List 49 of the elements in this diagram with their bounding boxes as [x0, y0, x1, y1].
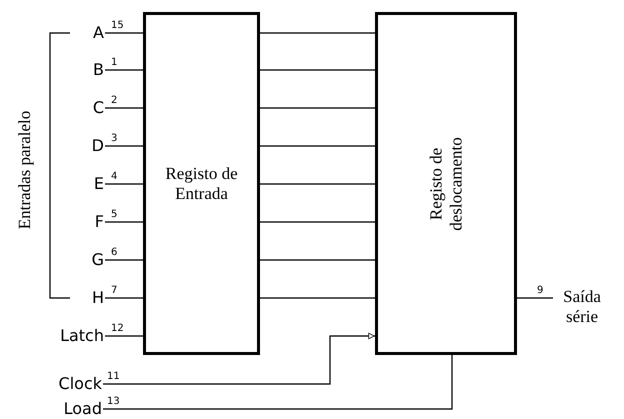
signal-name: Clock: [58, 375, 102, 393]
wire: [105, 221, 143, 223]
signal-name: H: [92, 289, 104, 307]
signal-name: Latch: [60, 327, 104, 345]
signal-name: F: [94, 213, 104, 231]
signal-name: C: [92, 99, 104, 117]
signal-name: Load: [64, 400, 102, 418]
pin-number: 13: [106, 396, 121, 407]
pin-number: 15: [110, 20, 125, 31]
signal-name: B: [93, 61, 104, 79]
wire: [260, 259, 375, 261]
wire: [260, 69, 375, 71]
output-label: Saída série: [558, 287, 606, 327]
register-label: Registo de Entrada: [164, 164, 239, 204]
group-label: Entradas paralelo: [15, 110, 35, 230]
pin-number: 9: [536, 285, 544, 296]
pin-number: 6: [110, 247, 118, 258]
wire: [105, 107, 143, 109]
wire: [517, 297, 553, 299]
wire: [103, 332, 375, 385]
pin-number: 5: [110, 209, 118, 220]
wire: [260, 297, 375, 299]
wire: [105, 145, 143, 147]
wire: [260, 183, 375, 185]
wire: [260, 107, 375, 109]
wire: [105, 259, 143, 261]
pin-number: 4: [110, 171, 118, 182]
wire: [105, 183, 143, 185]
wire: [105, 69, 143, 71]
signal-name: D: [92, 137, 104, 155]
register-label: Registo de deslocamento: [426, 136, 466, 232]
register-box: [143, 12, 260, 355]
wire: [105, 335, 143, 337]
wire: [260, 32, 375, 34]
wire: [103, 355, 453, 410]
pin-number: 3: [110, 133, 118, 144]
pin-number: 11: [106, 371, 121, 382]
signal-name: E: [94, 175, 104, 193]
pin-number: 2: [110, 95, 118, 106]
pin-number: 1: [110, 57, 118, 68]
pin-number: 12: [110, 323, 125, 334]
wire: [105, 297, 143, 299]
signal-name: G: [92, 251, 104, 269]
pin-number: 7: [110, 285, 118, 296]
register-box: [375, 12, 517, 355]
wire: [260, 221, 375, 223]
wire: [260, 145, 375, 147]
wire: [105, 32, 143, 34]
signal-name: A: [93, 24, 104, 42]
